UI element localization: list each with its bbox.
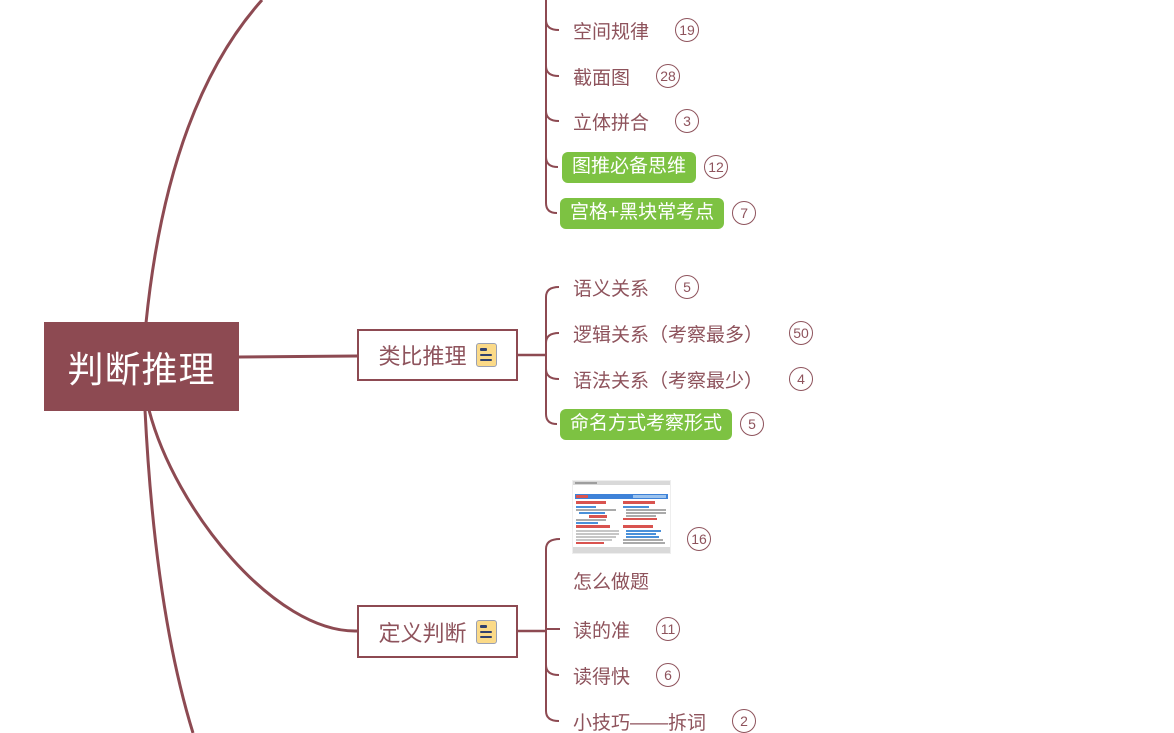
topic-analogy-reasoning[interactable]: 类比推理 [357,329,518,381]
note-icon[interactable] [475,619,497,644]
topic-label: 读得快 [573,666,631,688]
topic-logic-relation[interactable]: 逻辑关系（考察最多） 50 [573,317,814,349]
topic-label: 图推必备思维 [562,151,697,183]
topic-definition-label: 定义判断 [378,620,467,646]
topic-grid-blackblock[interactable]: 宫格+黑块常考点 7 [560,197,757,229]
topic-label: 怎么做题 [573,572,650,593]
count-badge: 11 [656,617,681,641]
topic-label: 命名方式考察形式 [560,408,733,440]
count-badge: 2 [732,709,757,733]
count-badge: 3 [675,109,700,133]
count-badge: 50 [789,321,814,345]
count-badge: 16 [687,527,711,551]
topic-cross-section[interactable]: 截面图 28 [573,60,681,92]
topic-label: 逻辑关系（考察最多） [573,324,764,346]
note-icon[interactable] [475,343,497,367]
root-topic[interactable]: 判断推理 [44,322,239,411]
topic-space-rule[interactable]: 空间规律 19 [573,14,700,46]
count-badge: 5 [675,275,700,299]
topic-definition-judgment[interactable]: 定义判断 [357,605,518,658]
topic-label: 语义关系 [573,278,650,300]
topic-read-quickly[interactable]: 读得快 6 [573,659,681,691]
topic-image-thumbnail[interactable] [573,481,670,553]
topic-label: 截面图 [573,67,631,89]
topic-label: 语法关系（考察最少） [573,370,764,392]
topic-naming-style[interactable]: 命名方式考察形式 5 [560,408,765,440]
count-badge: 6 [656,663,681,687]
topic-label: 读的准 [573,620,631,642]
topic-label: 立体拼合 [573,112,650,134]
topic-grammar-relation[interactable]: 语法关系（考察最少） 4 [573,363,814,395]
topic-trick-split-word[interactable]: 小技巧——拆词 2 [573,705,757,733]
count-badge: 7 [732,201,757,225]
topic-read-accurately[interactable]: 读的准 11 [573,613,681,645]
count-badge: 5 [740,412,765,436]
topic-label: 空间规律 [573,21,650,43]
topic-semantic-relation[interactable]: 语义关系 5 [573,271,700,303]
topic-solid-assembly[interactable]: 立体拼合 3 [573,105,700,137]
count-badge: 12 [704,155,729,179]
topic-graph-thinking[interactable]: 图推必备思维 12 [562,151,729,183]
count-badge: 28 [656,64,681,88]
topic-label: 小技巧——拆词 [573,712,707,733]
count-badge: 4 [789,367,814,391]
topic-analogy-label: 类比推理 [378,344,467,369]
topic-label: 宫格+黑块常考点 [560,197,725,229]
topic-how-to-solve[interactable]: 怎么做题 16 [573,481,711,596]
count-badge: 19 [675,18,700,42]
root-topic-label: 判断推理 [67,348,216,390]
